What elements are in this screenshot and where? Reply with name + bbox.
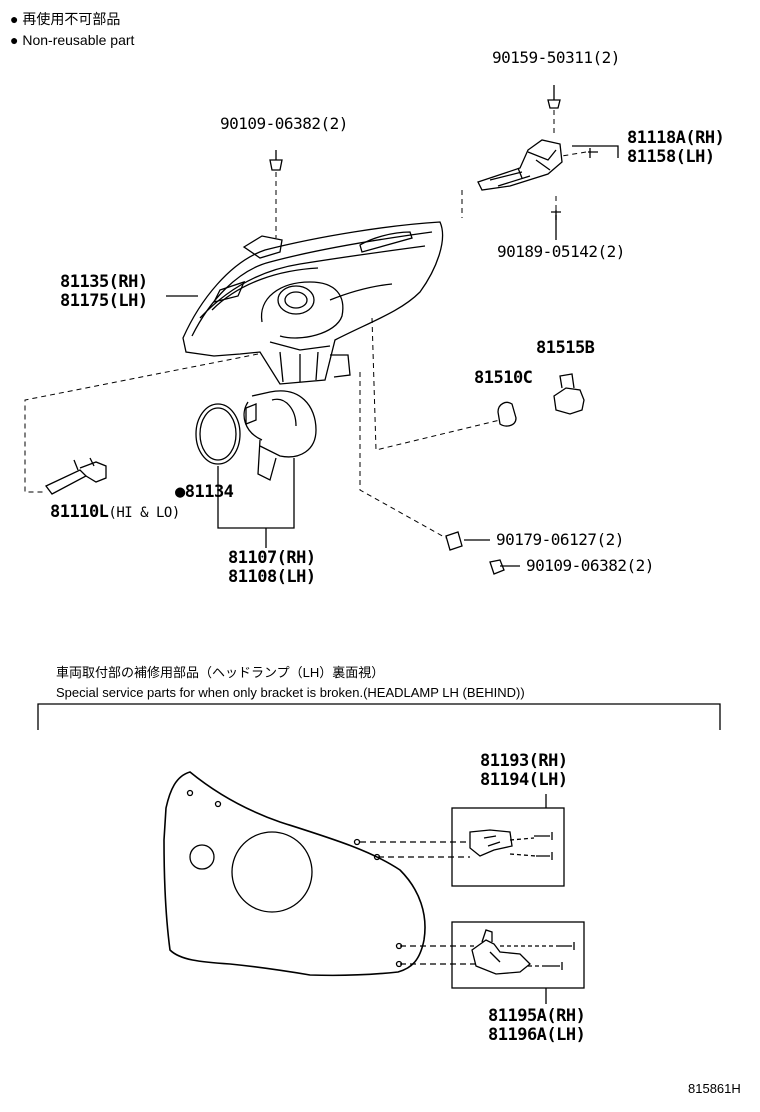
- headlamp-assembly: [182, 221, 444, 385]
- label-90179-06127: 90179-06127(2): [496, 530, 624, 549]
- label-81118a-rh: 81118A(RH): [627, 128, 725, 148]
- label-81158-lh: 81158(LH): [627, 147, 715, 167]
- bracket-box-81195: [451, 921, 585, 989]
- label-90159-50311: 90159-50311(2): [492, 48, 620, 67]
- label-81193-rh: 81193(RH): [480, 751, 568, 771]
- headlamp-back-view: [163, 771, 426, 977]
- label-90109-06382-bottom: 90109-06382(2): [526, 556, 654, 575]
- nut-90109: [489, 559, 505, 575]
- figure-id: 815861H: [688, 1081, 741, 1096]
- label-81510c: 81510C: [474, 368, 533, 388]
- socket-81515b: [553, 373, 585, 415]
- label-81194-lh: 81194(LH): [480, 770, 568, 790]
- bracket-81118a: [477, 139, 563, 191]
- label-81107-rh: 81107(RH): [228, 548, 316, 568]
- label-81110l: 81110L: [50, 502, 109, 522]
- label-81175-lh: 81175(LH): [60, 291, 148, 311]
- screw-icon: [588, 148, 598, 158]
- legend-non-reusable-jp: ● 再使用不可部品: [10, 11, 121, 27]
- label-81195a-rh: 81195A(RH): [488, 1006, 586, 1026]
- clip-90179: [445, 531, 463, 551]
- label-81515b: 81515B: [536, 338, 595, 358]
- bulb-81510c: [497, 401, 517, 427]
- label-81196a-lh: 81196A(LH): [488, 1025, 586, 1045]
- bolt-icon: [547, 85, 561, 109]
- service-note-en: Special service parts for when only brac…: [56, 685, 525, 700]
- bolt-icon: [269, 150, 283, 171]
- label-90109-06382-top: 90109-06382(2): [220, 114, 348, 133]
- gasket-ring-81134: [195, 403, 241, 465]
- cap-81107: [243, 390, 317, 481]
- service-note-jp: 車両取付部の補修用部品（ヘッドランプ（LH）裏面視）: [56, 665, 385, 680]
- label-81134: ●81134: [175, 482, 234, 502]
- bracket-box-81193: [451, 807, 565, 887]
- label-81110l-hi-lo: (HI & LO): [108, 505, 180, 521]
- label-90189-05142: 90189-05142(2): [497, 242, 625, 261]
- label-81135-rh: 81135(RH): [60, 272, 148, 292]
- label-81108-lh: 81108(LH): [228, 567, 316, 587]
- label-81110l-group: 81110L(HI & LO): [50, 504, 180, 521]
- service-box-frame: [37, 703, 721, 730]
- legend-non-reusable-en: ● Non-reusable part: [10, 32, 135, 48]
- bulb-81110l: [45, 457, 107, 495]
